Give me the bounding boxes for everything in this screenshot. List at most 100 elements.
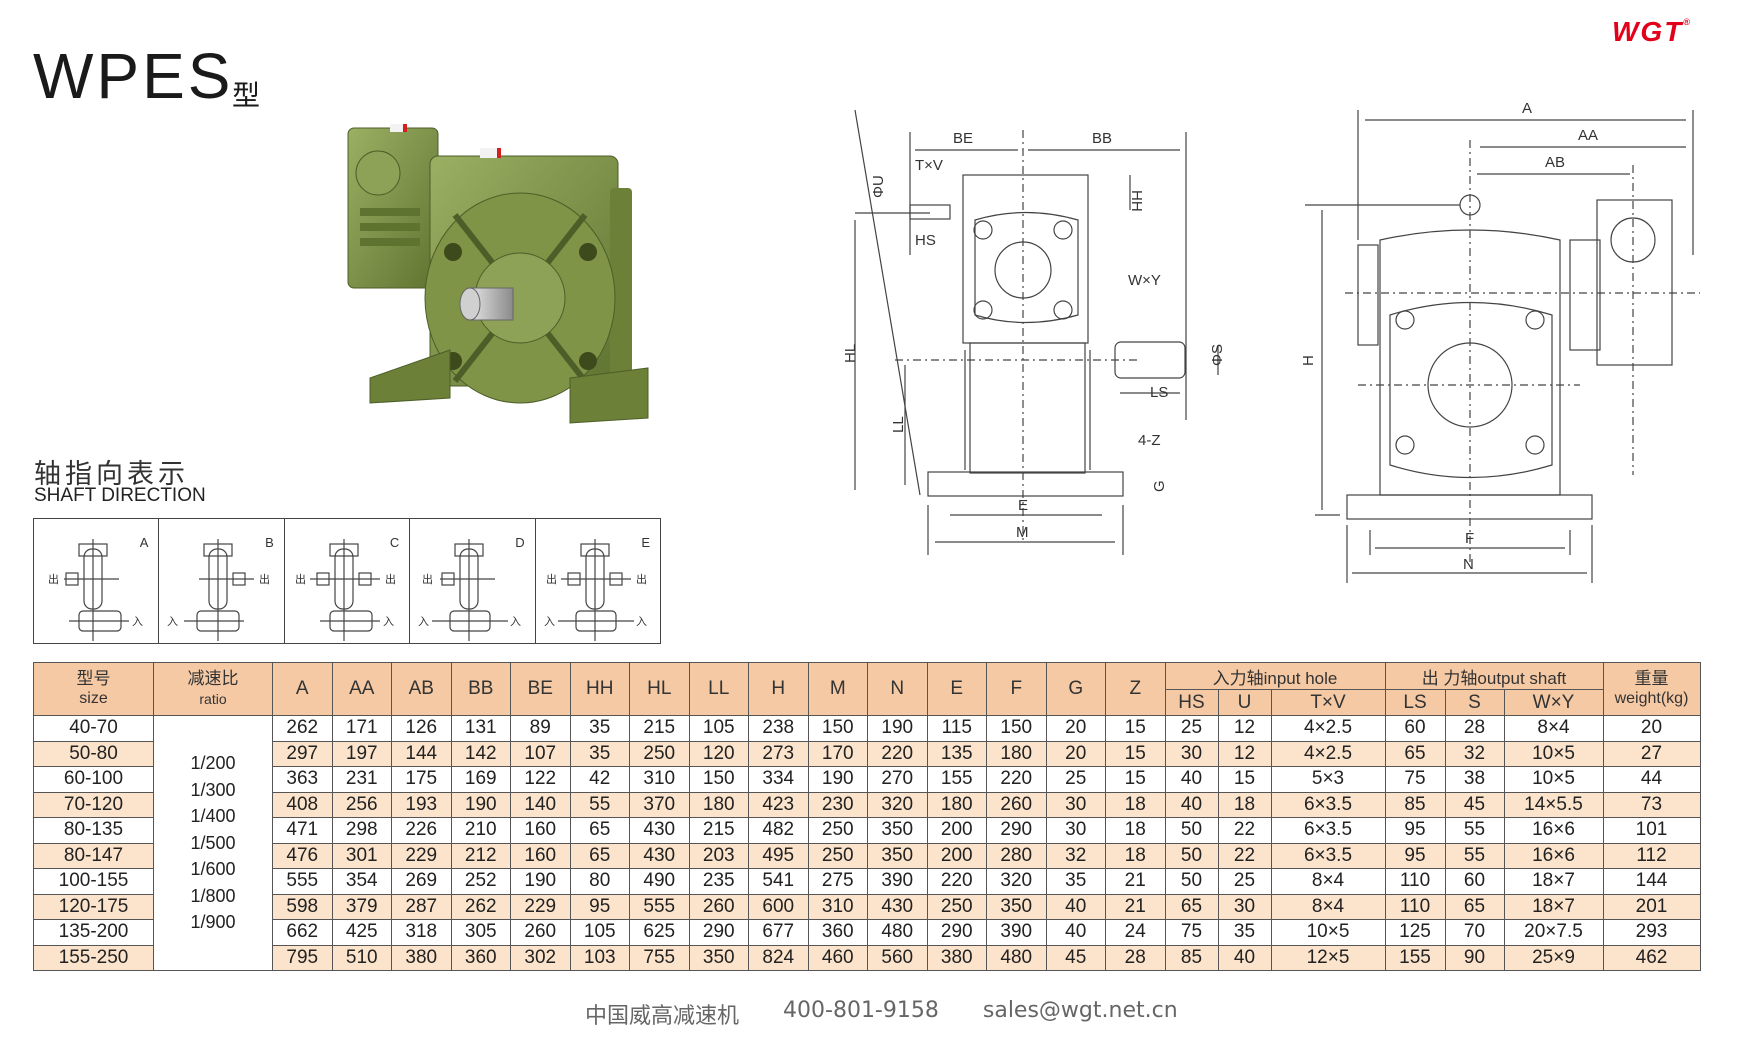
cell-WxY: 8×4 [1503, 715, 1604, 742]
cell-BB: 169 [450, 766, 511, 793]
cell-F: 220 [986, 766, 1047, 793]
cell-G: 30 [1045, 817, 1106, 844]
cell-H: 423 [748, 791, 809, 818]
cell-HS: 25 [1164, 715, 1219, 742]
cell-Z: 24 [1105, 919, 1166, 946]
cell-TxV: 6×3.5 [1270, 817, 1386, 844]
cell-WxY: 10×5 [1503, 740, 1604, 767]
cell-AB: 229 [391, 842, 452, 869]
cell-HL: 755 [629, 944, 690, 971]
cell-F: 390 [986, 919, 1047, 946]
cell-S: 28 [1444, 715, 1505, 742]
col-AA: AA [331, 662, 392, 716]
cell-BB: 210 [450, 817, 511, 844]
cell-HH: 42 [569, 766, 630, 793]
cell-weight: 73 [1602, 791, 1701, 818]
cell-weight: 144 [1602, 868, 1701, 895]
cell-size: 50-80 [33, 740, 154, 767]
cell-LL: 180 [688, 791, 749, 818]
cell-HH: 35 [569, 740, 630, 767]
cell-HL: 215 [629, 715, 690, 742]
cell-BB: 262 [450, 893, 511, 920]
svg-text:入: 入 [383, 616, 394, 628]
col-H: H [748, 662, 809, 716]
cell-LS: 110 [1384, 868, 1446, 895]
cell-LL: 350 [688, 944, 749, 971]
col-G: G [1045, 662, 1106, 716]
col-S: S [1444, 689, 1505, 716]
cell-AA: 425 [331, 919, 392, 946]
cell-BE: 122 [510, 766, 571, 793]
cell-HH: 65 [569, 817, 630, 844]
svg-text:N: N [1463, 556, 1474, 573]
cell-F: 180 [986, 740, 1047, 767]
shaft-diagram-icon: 出 出 入 [295, 539, 396, 641]
ratio-value: 1/800 [190, 885, 236, 906]
svg-text:出: 出 [422, 572, 433, 586]
svg-text:HS: HS [915, 232, 936, 249]
cell-HL: 370 [629, 791, 690, 818]
cell-weight: 44 [1602, 766, 1701, 793]
cell-AB: 269 [391, 868, 452, 895]
cell-M: 460 [807, 944, 868, 971]
cell-BB: 142 [450, 740, 511, 767]
cell-LS: 95 [1384, 817, 1446, 844]
cell-H: 334 [748, 766, 809, 793]
group-output-shaft: 出 力轴output shaft [1384, 662, 1604, 690]
cell-LS: 85 [1384, 791, 1446, 818]
cell-M: 250 [807, 817, 868, 844]
cell-AA: 354 [331, 868, 392, 895]
cell-weight: 112 [1602, 842, 1701, 869]
cell-Z: 21 [1105, 868, 1166, 895]
cell-size: 100-155 [33, 868, 154, 895]
cell-TxV: 8×4 [1270, 868, 1386, 895]
col-HL: HL [629, 662, 690, 716]
cell-Z: 15 [1105, 715, 1166, 742]
cell-BE: 107 [510, 740, 571, 767]
ratio-value: 1/200 [190, 753, 236, 774]
shaft-diagram-icon: 出 入 [167, 539, 270, 641]
cell-M: 150 [807, 715, 868, 742]
col-A: A [272, 662, 333, 716]
cell-LL: 290 [688, 919, 749, 946]
cell-U: 35 [1217, 919, 1272, 946]
cell-HH: 103 [569, 944, 630, 971]
cell-HH: 95 [569, 893, 630, 920]
cell-WxY: 25×9 [1503, 944, 1604, 971]
cell-N: 390 [867, 868, 928, 895]
cell-BB: 190 [450, 791, 511, 818]
svg-text:T×V: T×V [915, 157, 943, 174]
svg-text:E: E [1018, 497, 1028, 514]
cell-HL: 250 [629, 740, 690, 767]
variant-letter: B [265, 535, 274, 550]
cell-HS: 85 [1164, 944, 1219, 971]
cell-LL: 203 [688, 842, 749, 869]
col-TxV: T×V [1270, 689, 1386, 716]
cell-WxY: 16×6 [1503, 817, 1604, 844]
cell-BE: 160 [510, 842, 571, 869]
svg-text:入: 入 [167, 616, 178, 628]
cell-size: 135-200 [33, 919, 154, 946]
svg-text:出: 出 [295, 572, 306, 586]
shaft-variant-a: A 出 入 [34, 519, 160, 643]
cell-Z: 28 [1105, 944, 1166, 971]
col-WxY: W×Y [1503, 689, 1604, 716]
cell-BB: 360 [450, 944, 511, 971]
brand-logo: WGT® [1612, 18, 1692, 46]
cell-weight: 101 [1602, 817, 1701, 844]
cell-S: 55 [1444, 842, 1505, 869]
cell-G: 45 [1045, 944, 1106, 971]
cell-weight: 27 [1602, 740, 1701, 767]
cell-HH: 80 [569, 868, 630, 895]
cell-weight: 293 [1602, 919, 1701, 946]
cell-N: 560 [867, 944, 928, 971]
svg-text:入: 入 [132, 616, 143, 628]
cell-AA: 301 [331, 842, 392, 869]
col-HH: HH [569, 662, 630, 716]
cell-A: 598 [272, 893, 333, 920]
